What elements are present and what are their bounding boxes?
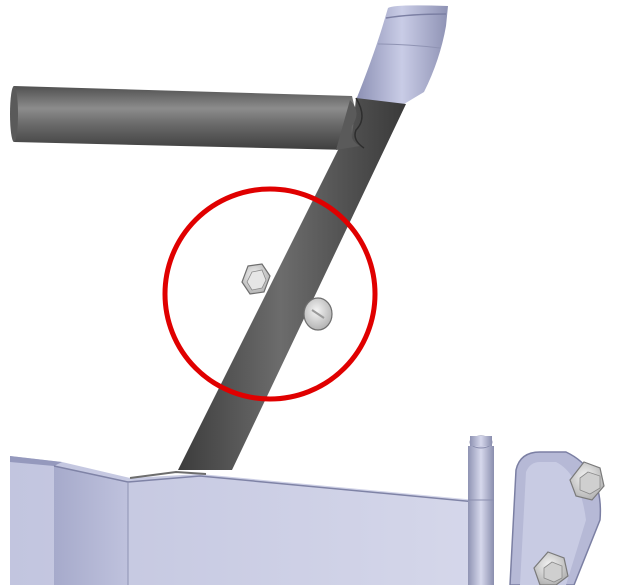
hex-bolt-upper xyxy=(569,461,605,501)
hex-nut xyxy=(241,263,271,295)
horizontal-tube xyxy=(10,86,362,150)
highlight-circle xyxy=(162,186,378,402)
base-plate xyxy=(10,456,477,585)
upper-bent-tube xyxy=(356,5,448,104)
hinge-pin xyxy=(468,435,494,585)
diagonal-tube xyxy=(178,97,406,470)
button-head-bolt xyxy=(303,297,333,331)
hex-bolt-lower xyxy=(533,551,569,585)
